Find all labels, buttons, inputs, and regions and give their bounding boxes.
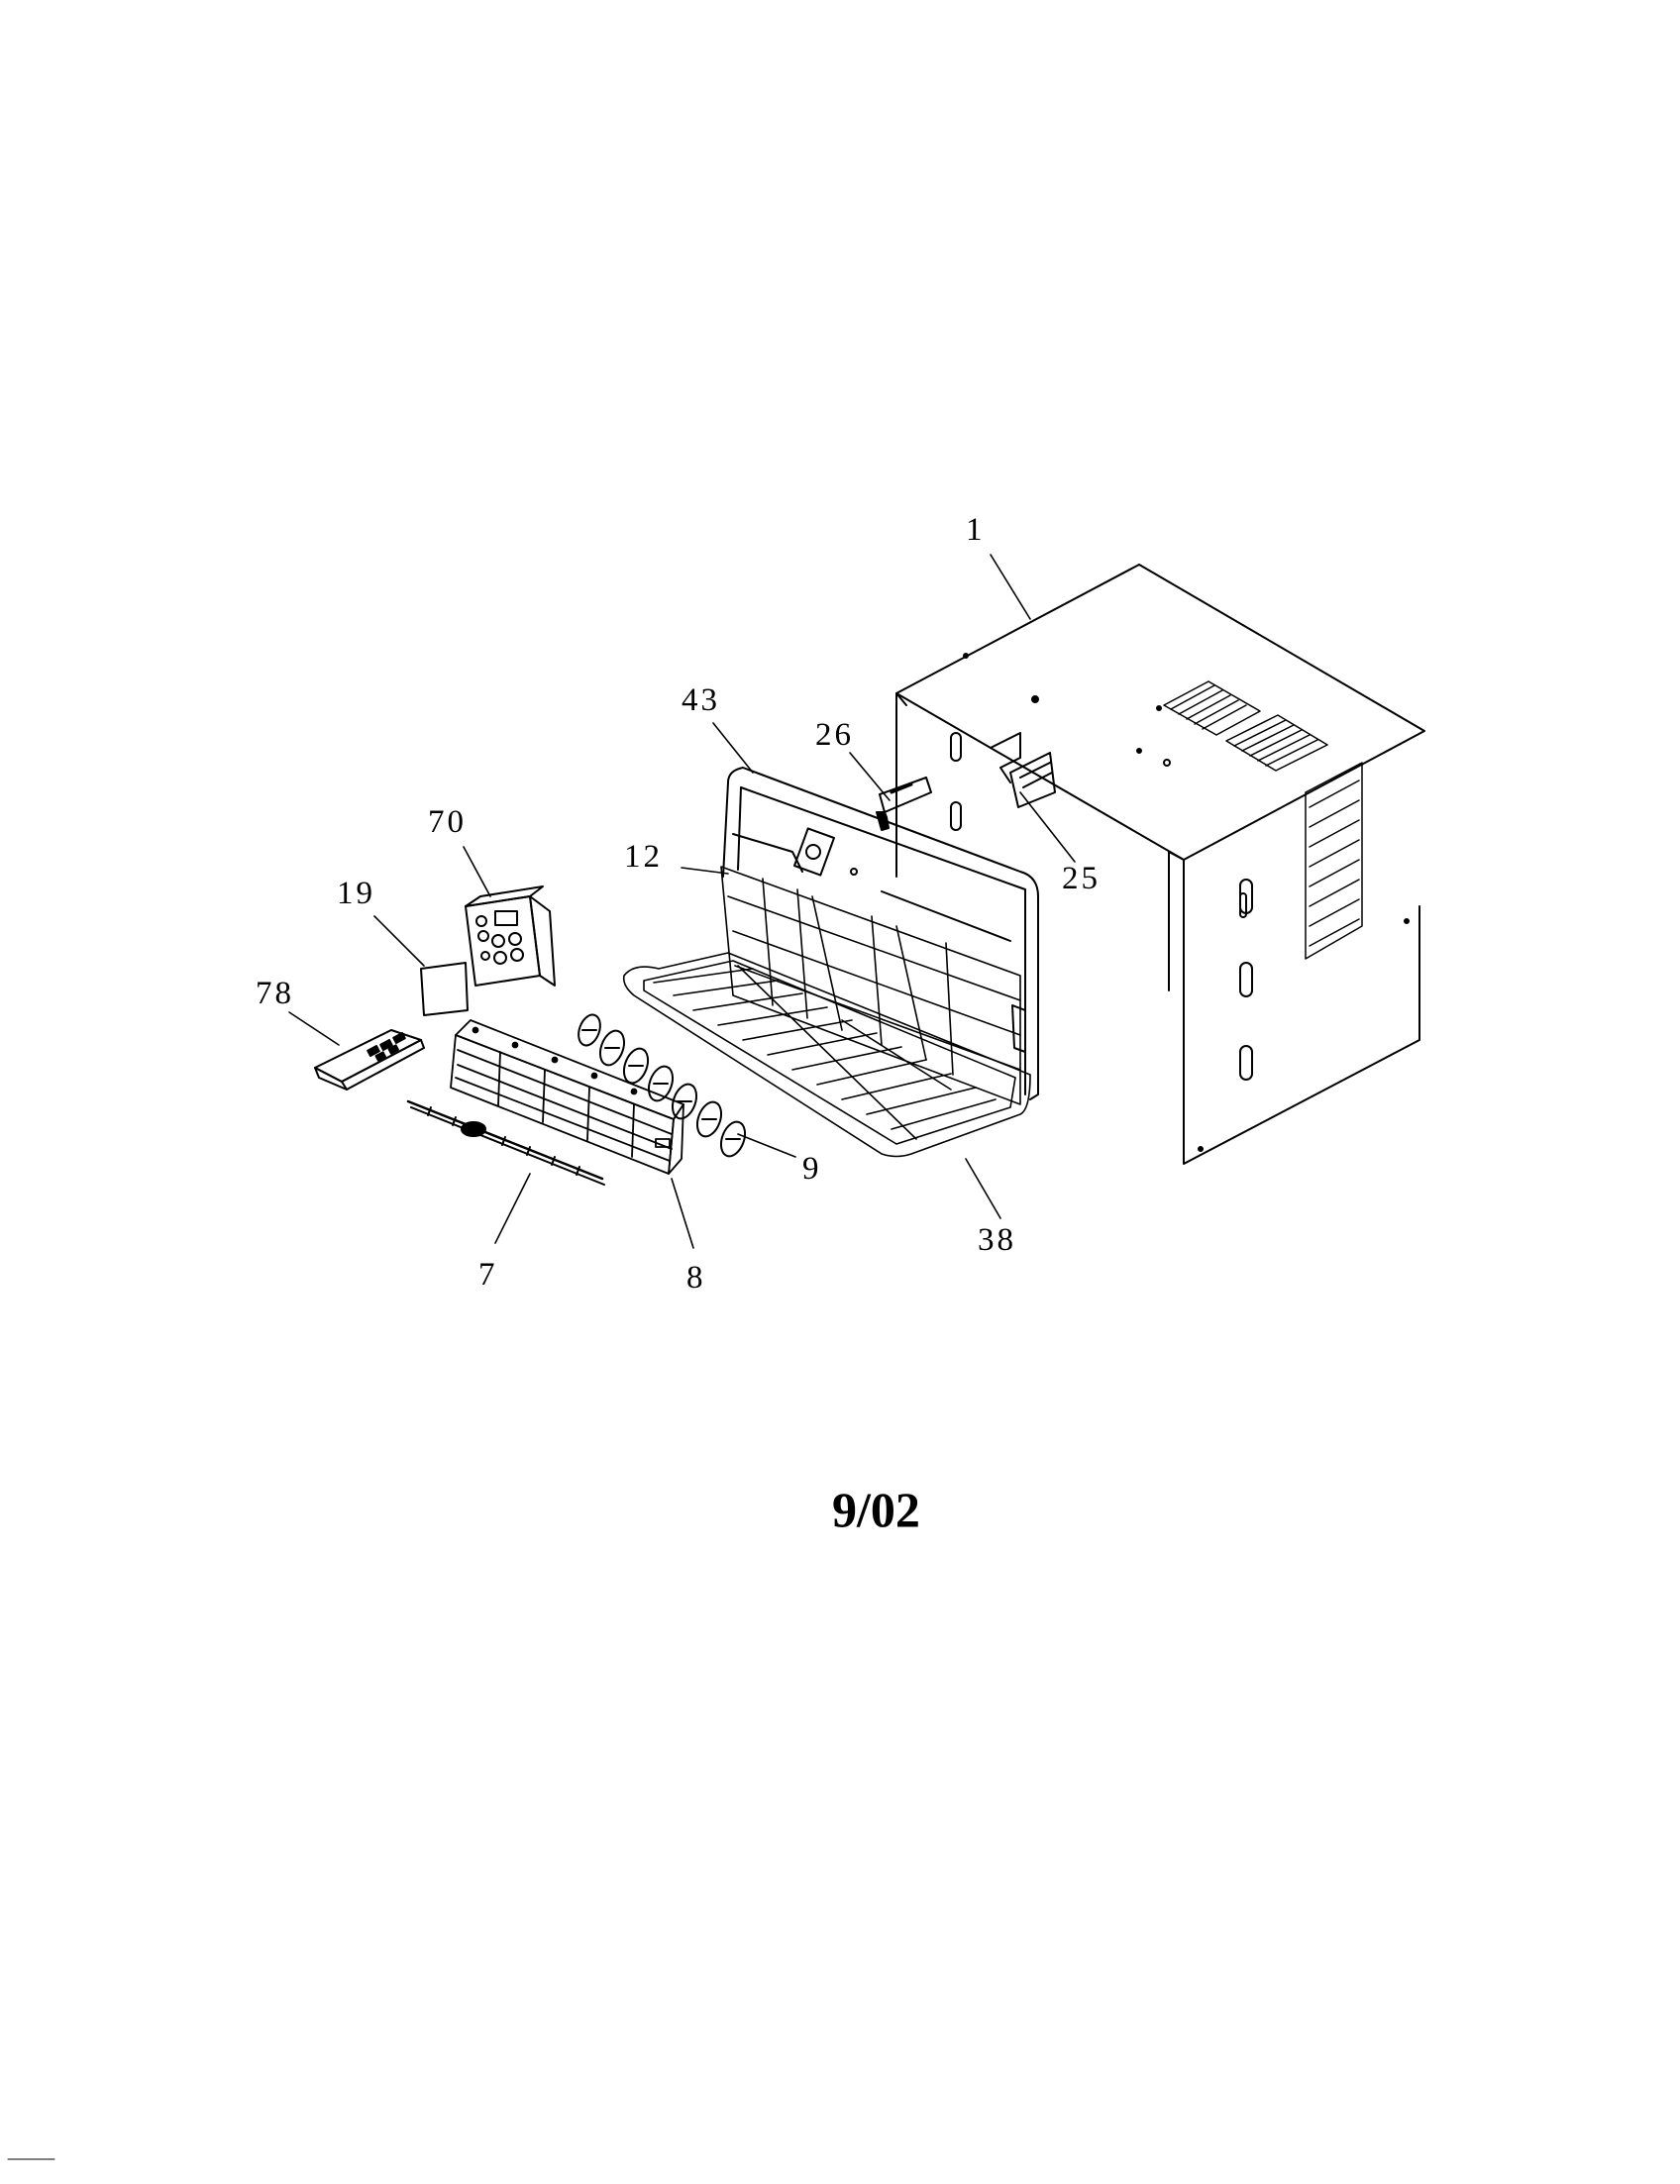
callout-19: 19 — [337, 876, 375, 911]
callout-9: 9 — [802, 1151, 822, 1187]
louver-housing-part-8 — [450, 1019, 684, 1175]
callout-25: 25 — [1062, 861, 1101, 896]
callout-1: 1 — [966, 512, 986, 548]
leader-lines — [288, 554, 1076, 1249]
callout-38: 38 — [978, 1222, 1016, 1258]
grille-tray-part-38 — [622, 952, 1031, 1158]
remote-part-78 — [314, 1029, 425, 1091]
callout-12: 12 — [624, 839, 663, 875]
callout-43: 43 — [682, 682, 720, 718]
top-vent-grille — [1163, 680, 1328, 772]
vane-discs-part-9 — [578, 1013, 747, 1158]
callout-26: 26 — [815, 717, 854, 753]
date-code: 9/02 — [832, 1482, 920, 1537]
link-bar-part-7 — [406, 1099, 605, 1186]
callout-8: 8 — [686, 1260, 706, 1296]
cabinet-part-1 — [895, 564, 1425, 1165]
front-frame-part-43 — [722, 767, 1039, 1100]
callout-78: 78 — [256, 976, 294, 1011]
side-vent-grille — [1305, 762, 1363, 960]
callout-labels: 1 43 26 25 70 12 19 78 9 38 7 8 — [256, 512, 1101, 1296]
clip-part-26 — [876, 777, 932, 831]
filter-part-12 — [720, 866, 1021, 1105]
control-panel-part-70 — [465, 885, 556, 987]
callout-7: 7 — [478, 1257, 498, 1293]
callout-70: 70 — [428, 804, 467, 840]
label-part-19 — [420, 962, 469, 1016]
